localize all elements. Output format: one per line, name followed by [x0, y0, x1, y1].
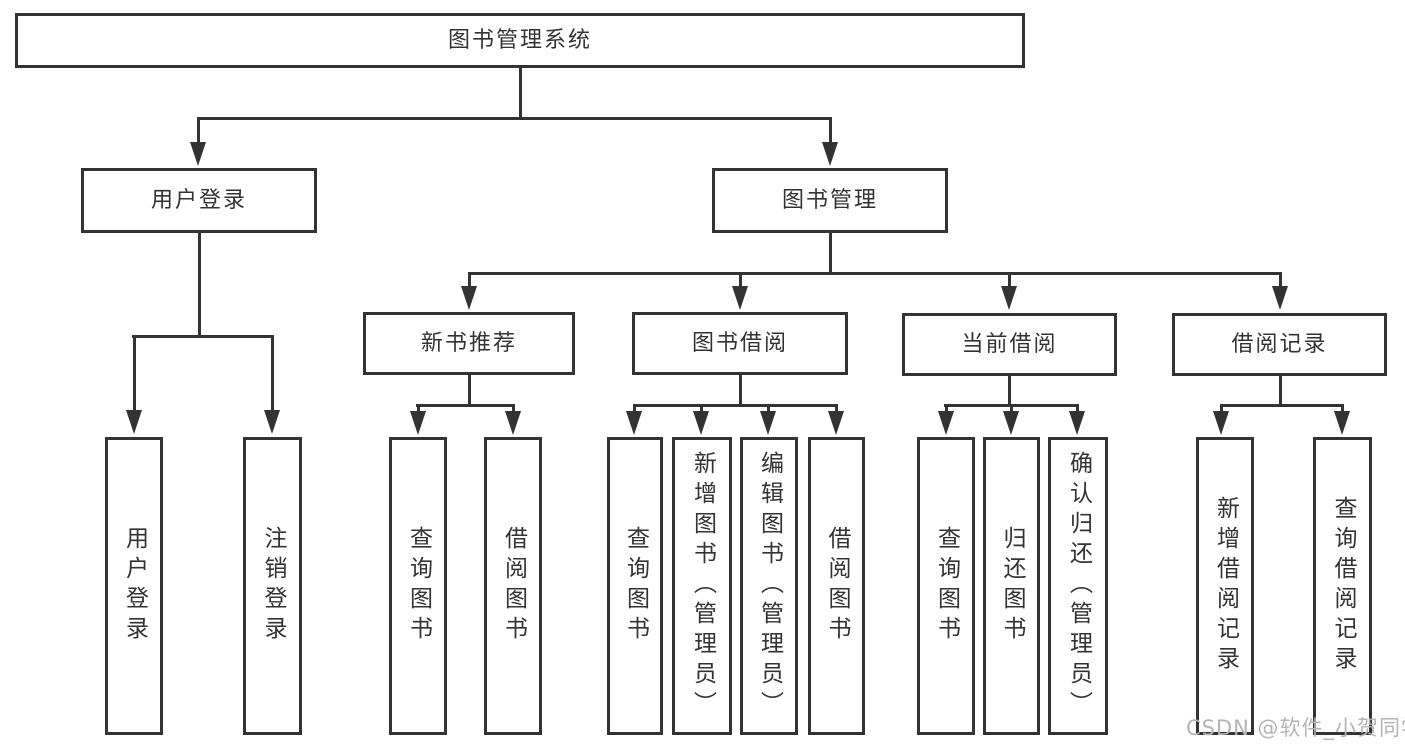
connector-userlogin-drop [198, 233, 201, 338]
connector-borrowrecord-rail [1220, 404, 1344, 407]
connector-bookborrow-rail [633, 404, 838, 407]
arrow-to-user-login [190, 142, 206, 166]
arrow-to-leaf-borrow-book-2 [828, 411, 844, 435]
arrow-to-leaf-borrow-book-1 [505, 411, 521, 435]
connector-leaf-addbook-shaft [700, 405, 703, 413]
csdn-watermark: CSDN @软件_小贺同学 [1186, 716, 1405, 740]
connector-leaf-querybook1-shaft [417, 405, 420, 413]
connector-leaf-editbook-shaft [767, 405, 770, 413]
node-book-borrow: 图书借阅 [632, 312, 848, 375]
node-leaf-add-borrow-record: 新增借阅记录 [1196, 437, 1254, 735]
connector-newbook-drop [468, 375, 471, 407]
arrow-to-book-borrow [732, 286, 748, 310]
connector-newbook-rail [416, 404, 515, 407]
node-leaf-confirm-return-admin: 确认归还（管理员） [1048, 437, 1108, 735]
connector-leaf-queryrecord-shaft [1341, 405, 1344, 413]
node-leaf-user-login: 用户登录 [105, 437, 163, 735]
node-book-management: 图书管理 [712, 168, 948, 233]
node-leaf-borrow-book-1: 借阅图书 [484, 437, 542, 735]
connector-leaf-borrowbook2-shaft [835, 405, 838, 413]
node-leaf-add-book-admin: 新增图书（管理员） [672, 437, 732, 735]
connector-root-drop [519, 68, 522, 119]
connector-borrowrecord-shaft [1279, 273, 1282, 287]
connector-leaf-confirmreturn-shaft [1076, 405, 1079, 413]
connector-level2-rail [197, 117, 832, 120]
arrow-to-current-borrow [1001, 286, 1017, 310]
arrow-to-leaf-add-borrow-record [1213, 411, 1229, 435]
arrow-to-new-book-recommend [461, 286, 477, 310]
connector-leaf-returnbook-shaft [1010, 405, 1013, 413]
connector-bookmgmt-shaft [829, 118, 832, 144]
node-leaf-query-book-2: 查询图书 [607, 437, 663, 735]
arrow-to-leaf-query-borrow-record [1334, 411, 1350, 435]
connector-level3-rail [468, 272, 1282, 275]
arrow-to-leaf-edit-book [760, 411, 776, 435]
connector-userlogin-shaft [197, 118, 200, 144]
node-leaf-query-borrow-record: 查询借阅记录 [1313, 437, 1372, 735]
connector-leaf-borrowbook1-shaft [512, 405, 515, 413]
connector-leaf-querybook3-shaft [945, 405, 948, 413]
connector-currentborrow-drop [1008, 376, 1011, 407]
arrow-to-leaf-add-book [693, 411, 709, 435]
arrow-to-leaf-query-book-1 [410, 411, 426, 435]
connector-currentborrow-shaft [1008, 273, 1011, 287]
arrow-to-borrow-record [1272, 286, 1288, 310]
node-new-book-recommend: 新书推荐 [363, 312, 575, 375]
arrow-to-book-management [822, 142, 838, 166]
connector-leaf-querybook2-shaft [633, 405, 636, 413]
node-borrow-record: 借阅记录 [1172, 313, 1387, 376]
arrow-to-leaf-confirm-return [1069, 411, 1085, 435]
node-user-login: 用户登录 [81, 168, 317, 233]
node-leaf-edit-book-admin: 编辑图书（管理员） [740, 437, 798, 735]
connector-leaf-addrecord-shaft [1220, 405, 1223, 413]
connector-borrowrecord-drop [1279, 376, 1282, 407]
node-leaf-query-book-3: 查询图书 [917, 437, 975, 735]
arrow-to-leaf-return-book [1003, 411, 1019, 435]
arrow-to-leaf-query-book-2 [626, 411, 642, 435]
node-root-library-system: 图书管理系统 [15, 13, 1025, 68]
connector-bookborrow-drop [739, 375, 742, 407]
connector-newbook-shaft [468, 273, 471, 287]
connector-bookmgmt-drop [829, 233, 832, 275]
arrow-to-leaf-query-book-3 [938, 411, 954, 435]
connector-userlogin-rail [132, 335, 274, 338]
node-leaf-query-book-1: 查询图书 [389, 437, 447, 735]
node-leaf-return-book: 归还图书 [983, 437, 1040, 735]
arrow-to-leaf-user-login [126, 410, 142, 434]
node-leaf-logout: 注销登录 [243, 437, 302, 735]
connector-leaf-logout-shaft [271, 336, 274, 412]
node-leaf-borrow-book-2: 借阅图书 [808, 437, 865, 735]
connector-leaf-userlogin-shaft [133, 336, 136, 412]
arrow-to-leaf-logout [264, 410, 280, 434]
connector-bookborrow-shaft [739, 273, 742, 287]
node-current-borrow: 当前借阅 [902, 313, 1117, 376]
